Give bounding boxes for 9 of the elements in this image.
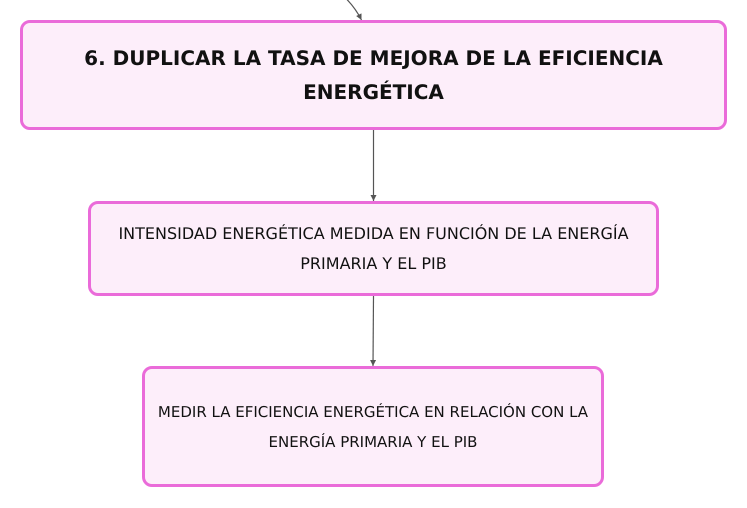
- heading: 6. DUPLICAR LA TASA DE MEJORA DE LA EFICIENCIA ENERGÉTICA: [83, 45, 664, 106]
- box-text: MEDIR LA EFICIENCIA ENERGÉTICA EN RELACIÓN CON LA ENERGÍA PRIMARIA Y EL PIB: [156, 402, 590, 452]
- arrow: [370, 296, 376, 366]
- box-text: INTENSIDAD ENERGÉTICA MEDIDA EN FUNCIÓN DE LA ENERGÍA PRIMARIA Y EL PIB: [117, 222, 630, 274]
- process-box: [88, 201, 659, 296]
- process-box: [142, 366, 604, 487]
- arrow: [370, 130, 376, 201]
- arrow: [345, 0, 362, 20]
- process-box: [20, 20, 727, 130]
